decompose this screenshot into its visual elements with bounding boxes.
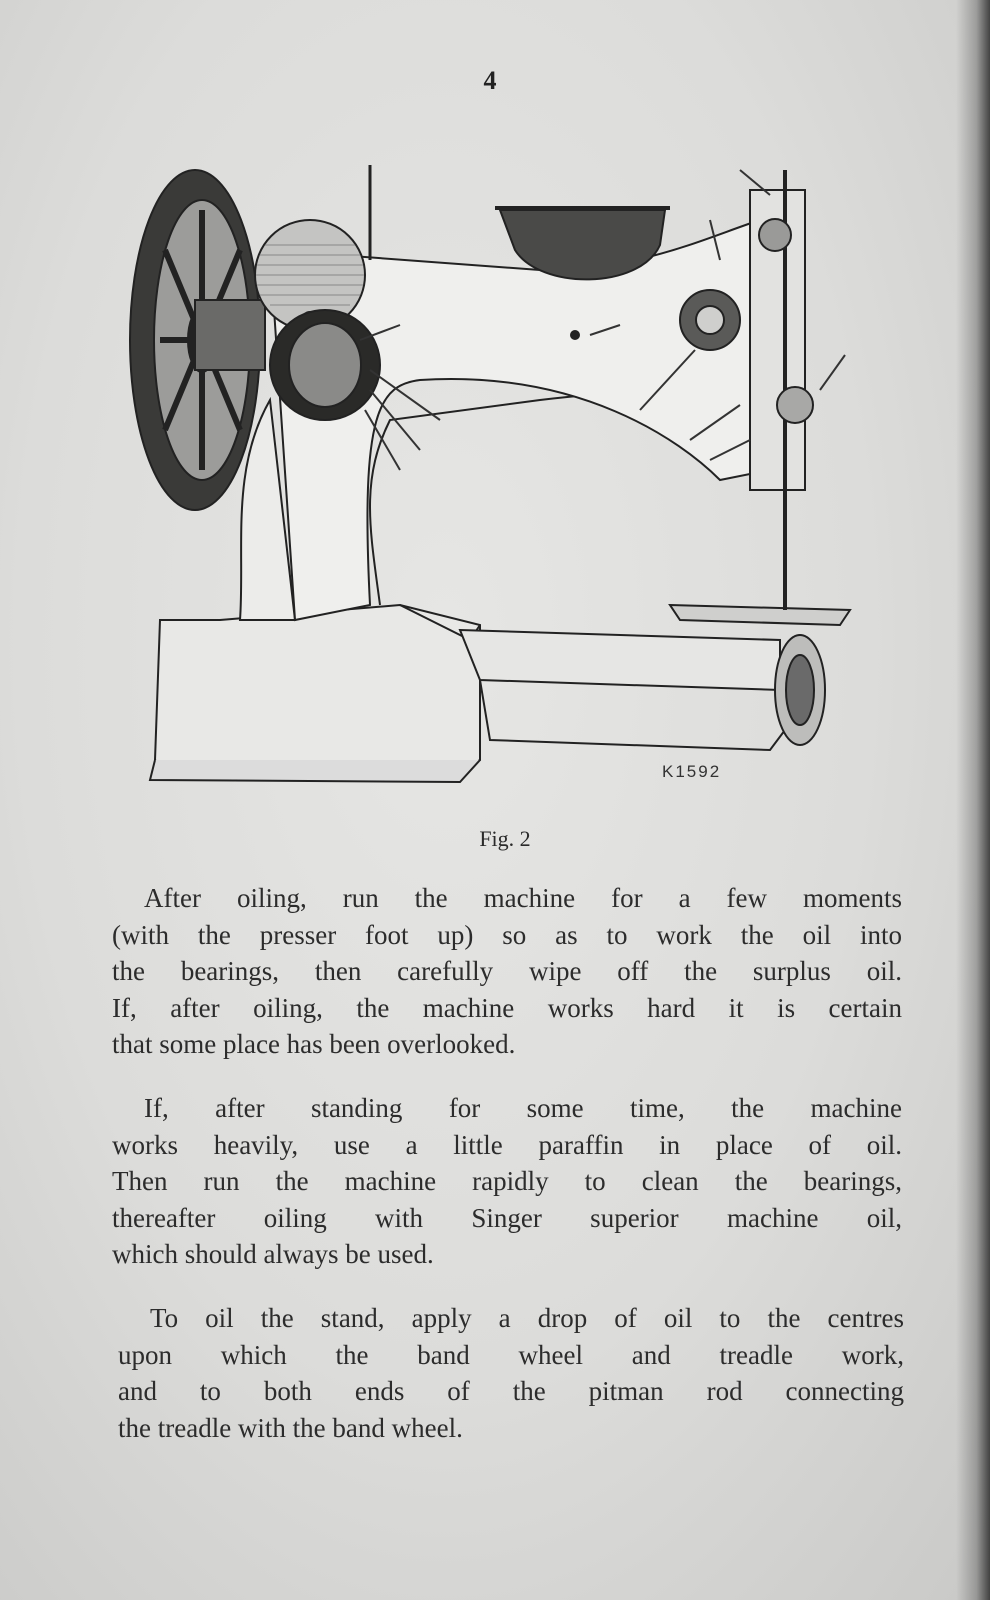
paragraph-line: Then run the machine rapidly to clean th…	[112, 1166, 902, 1196]
paragraph-line: upon which the band wheel and treadle wo…	[118, 1339, 904, 1370]
paragraph-line: that some place has been overlooked.	[112, 1029, 516, 1059]
sewing-machine-illustration	[120, 150, 880, 810]
paragraph-line: and to both ends of the pitman rod conne…	[118, 1376, 904, 1406]
paragraph-line: the bearings, then carefully wipe off th…	[112, 956, 902, 986]
book-gutter-shadow	[956, 0, 990, 1600]
paragraph-line: the treadle with the band wheel.	[118, 1412, 463, 1443]
figure-code-label: K1592	[662, 762, 722, 781]
paragraph-standing: If, after standing for some time, the ma…	[112, 1090, 902, 1273]
paragraph-line: After oiling, run the machine for a few …	[144, 883, 902, 913]
figure-caption: Fig. 2	[479, 826, 531, 851]
paragraph-line: works heavily, use a little paraffin in …	[112, 1129, 902, 1160]
paragraph-oil-stand: To oil the stand, apply a drop of oil to…	[118, 1300, 904, 1446]
paragraph-line: (with the presser foot up) so as to work…	[112, 919, 902, 950]
paragraph-line: If, after standing for some time, the ma…	[144, 1093, 902, 1123]
paragraph-line: If, after oiling, the machine works hard…	[112, 992, 902, 1023]
paragraph-line: To oil the stand, apply a drop of oil to…	[150, 1303, 904, 1333]
paragraph-line: which should always be used.	[112, 1239, 434, 1269]
page-number: 4	[483, 66, 497, 95]
sewing-machine-drawing	[129, 165, 852, 784]
paragraph-after-oiling: After oiling, run the machine for a few …	[112, 880, 902, 1063]
paragraph-line: thereafter oiling with Singer superior m…	[112, 1202, 902, 1233]
